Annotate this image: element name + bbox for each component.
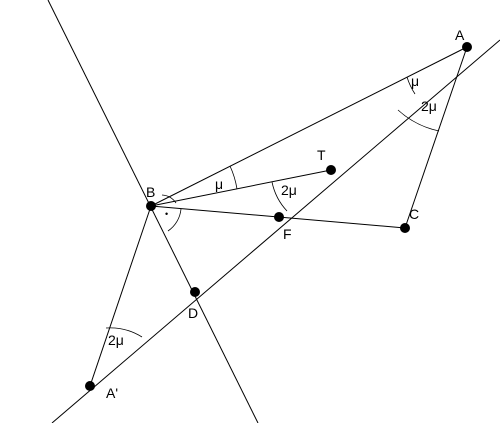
point-B (146, 201, 156, 211)
label-B: B (146, 184, 155, 200)
label-C: C (409, 206, 419, 222)
angle-label-mu-at-A: μ (411, 73, 419, 89)
angle-label-mu-at-B: μ (215, 176, 223, 192)
segment-B-A (150, 46, 468, 207)
angle-label-2mu-at-A-prime: 2μ (108, 332, 124, 348)
angle-arc-2mu-at-T (271, 181, 288, 212)
point-C (400, 223, 410, 233)
right-angle-arc-at-B (167, 208, 182, 232)
point-T (326, 165, 336, 175)
point-F (274, 212, 284, 222)
line-A-prime-to-A (51, 39, 500, 423)
right-angle-dot: • (165, 209, 168, 219)
angle-label-2mu-at-T: 2μ (281, 182, 297, 198)
line-through-B-D (47, 0, 259, 423)
label-F: F (283, 226, 292, 242)
right-angle-arc-outer-at-B (161, 194, 177, 204)
angle-label-2mu-at-A: 2μ (421, 98, 437, 114)
angle-arc-2mu-at-A (397, 109, 440, 132)
segment-B-T (150, 169, 332, 207)
point-A (462, 42, 472, 52)
label-A-prime: A' (106, 385, 118, 401)
angle-arc-mu-at-A (406, 76, 416, 95)
label-A: A (455, 27, 465, 43)
point-D (190, 287, 200, 297)
label-T: T (317, 147, 326, 163)
label-D: D (188, 305, 198, 321)
segment-A-C (404, 46, 468, 229)
angle-arc-2mu-at-A-prime (105, 327, 143, 338)
segment-B-A-prime (89, 205, 152, 387)
angle-arc-mu-at-B (229, 165, 238, 190)
point-A-prime (85, 381, 95, 391)
